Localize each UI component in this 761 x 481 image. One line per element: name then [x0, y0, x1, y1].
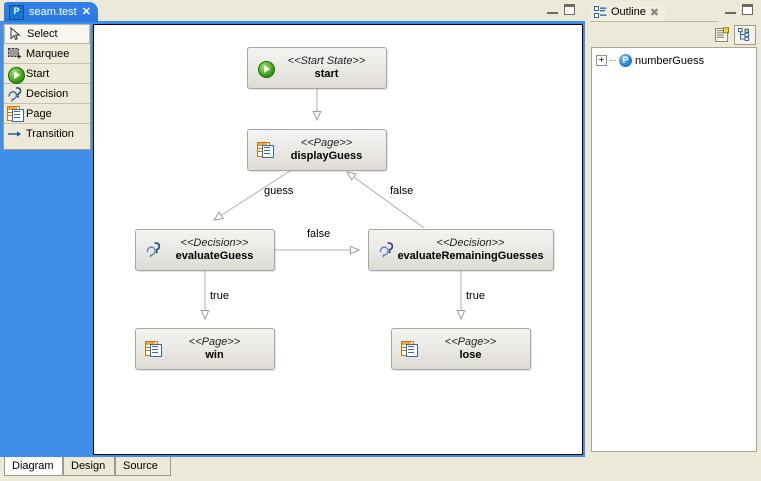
palette: Select Marquee Start	[3, 24, 91, 150]
outline-view-panel: Outline ✖	[587, 0, 761, 481]
transition-arrow-icon	[7, 126, 23, 142]
tab-label: Source	[123, 460, 158, 472]
node-name: evaluateGuess	[175, 250, 254, 262]
editor-bottom-tabstrip: Diagram Design Source	[0, 457, 585, 481]
node-stereotype: <<Decision>>	[436, 237, 505, 250]
diagram-node-displayguess[interactable]: <<Page>> displayGuess	[247, 129, 387, 171]
maximize-icon[interactable]	[742, 4, 753, 15]
tab-underline	[590, 21, 718, 22]
node-name: start	[314, 68, 339, 80]
diagram-node-text: <<Page>> win	[163, 336, 274, 361]
maximize-icon[interactable]	[564, 4, 575, 15]
node-name: win	[205, 349, 224, 361]
decision-icon	[378, 241, 396, 259]
tab-label: Diagram	[12, 460, 54, 472]
minimize-icon[interactable]	[547, 5, 558, 14]
outline-view-icon	[594, 5, 607, 19]
diagram-node-text: <<Start State>> start	[275, 55, 386, 80]
start-state-icon	[7, 66, 25, 84]
process-icon: P	[619, 54, 632, 67]
palette-item-marquee[interactable]: Marquee	[4, 44, 90, 64]
diagram-node-text: <<Page>> lose	[419, 336, 530, 361]
outline-window-buttons	[725, 4, 753, 15]
edge-label-false-guess-to-remaining[interactable]: false	[307, 228, 331, 240]
outline-tree[interactable]: + P numberGuess	[591, 47, 757, 452]
close-icon[interactable]: ✖	[649, 6, 660, 19]
process-file-icon: P	[9, 4, 24, 20]
editor-tab-label: seam.test	[29, 6, 77, 18]
marquee-icon	[7, 46, 23, 62]
diagram-node-win[interactable]: <<Page>> win	[135, 328, 275, 370]
palette-item-transition[interactable]: Transition	[4, 124, 90, 144]
outline-tabstrip: Outline ✖	[587, 0, 761, 22]
page-icon	[401, 340, 419, 358]
node-stereotype: <<Start State>>	[287, 55, 366, 68]
editor-tabstrip: P seam.test ✕	[0, 0, 585, 22]
tab-design[interactable]: Design	[63, 457, 115, 476]
palette-item-label: Decision	[26, 87, 69, 100]
outline-tab-label: Outline	[611, 6, 646, 18]
node-stereotype: <<Page>>	[444, 336, 497, 349]
tree-item-numberguess[interactable]: + P numberGuess	[596, 52, 756, 69]
diagram-canvas[interactable]: <<Start State>> start <<Page>> displayGu…	[93, 24, 583, 455]
cursor-arrow-icon	[8, 26, 24, 42]
edge-label-true-lose[interactable]: true	[466, 290, 485, 302]
decision-icon	[145, 241, 163, 259]
show-tree-button[interactable]	[734, 24, 756, 45]
outline-tab[interactable]: Outline ✖	[590, 2, 667, 22]
expand-icon[interactable]: +	[596, 55, 607, 66]
palette-item-label: Transition	[26, 128, 74, 140]
page-icon	[7, 105, 24, 122]
diagram-editor-panel: P seam.test ✕ Select	[0, 0, 585, 481]
editor-tab-seam-test[interactable]: P seam.test ✕	[4, 2, 98, 22]
palette-item-page[interactable]: Page	[4, 104, 90, 124]
diagram-node-evaluateguess[interactable]: <<Decision>> evaluateGuess	[135, 229, 275, 271]
node-stereotype: <<Page>>	[300, 137, 353, 150]
diagram-node-start[interactable]: <<Start State>> start	[247, 47, 387, 89]
outline-toolbar	[589, 23, 759, 46]
node-name: lose	[459, 349, 482, 361]
page-icon	[257, 141, 275, 159]
node-stereotype: <<Decision>>	[180, 237, 249, 250]
palette-item-decision[interactable]: Decision	[4, 84, 90, 104]
palette-item-label: Page	[26, 107, 52, 120]
minimize-icon[interactable]	[725, 5, 736, 14]
start-state-icon	[257, 59, 275, 78]
node-stereotype: <<Page>>	[188, 336, 241, 349]
palette-item-select[interactable]: Select	[4, 24, 90, 44]
diagram-node-evaluateremainingguesses[interactable]: <<Decision>> evaluateRemainingGuesses	[368, 229, 554, 271]
show-overview-button[interactable]	[711, 25, 733, 45]
node-name: evaluateRemainingGuesses	[397, 250, 544, 262]
diagram-node-text: <<Decision>> evaluateGuess	[163, 237, 274, 262]
diagram-node-text: <<Decision>> evaluateRemainingGuesses	[396, 237, 553, 262]
page-icon	[145, 340, 163, 358]
close-icon[interactable]: ✕	[81, 5, 91, 18]
tab-source[interactable]: Source	[115, 457, 171, 476]
palette-item-label: Select	[27, 28, 58, 40]
tree-connector	[610, 59, 616, 62]
edge-label-false-remaining-to-display[interactable]: false	[390, 185, 414, 197]
editor-window-buttons	[547, 4, 575, 15]
decision-icon	[7, 86, 23, 102]
palette-item-label: Start	[26, 67, 50, 80]
tab-diagram[interactable]: Diagram	[4, 457, 63, 476]
palette-item-label: Marquee	[26, 47, 70, 60]
tab-label: Design	[71, 460, 106, 472]
diagram-node-lose[interactable]: <<Page>> lose	[391, 328, 531, 370]
edge-label-true-win[interactable]: true	[210, 290, 229, 302]
tree-item-label: numberGuess	[635, 54, 705, 67]
diagram-node-text: <<Page>> displayGuess	[275, 137, 386, 162]
edge-label-guess[interactable]: guess	[264, 185, 294, 197]
palette-item-start[interactable]: Start	[4, 64, 90, 84]
node-name: displayGuess	[290, 150, 363, 162]
